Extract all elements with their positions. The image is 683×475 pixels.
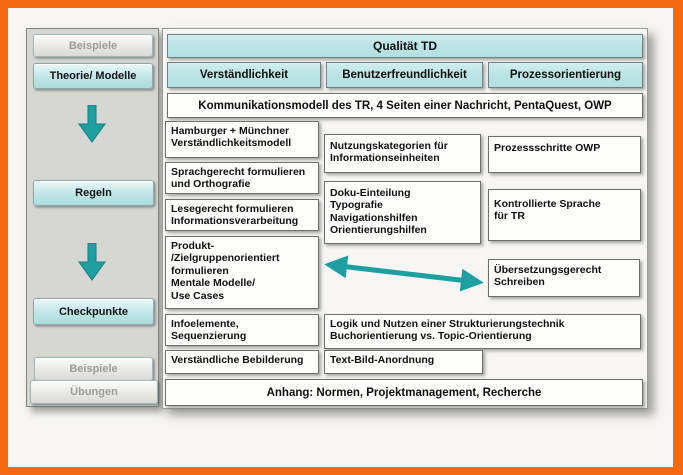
column-header-prozessorientierung: Prozessorientierung	[488, 62, 643, 88]
sidebar-item-theorie-modelle[interactable]: Theorie/ Modelle	[33, 63, 153, 89]
bottom-band-anhang: Anhang: Normen, Projektmanagement, Reche…	[165, 379, 643, 406]
topic-box-prozessschritte-owp: Prozessschritte OWP	[488, 136, 641, 173]
top-band-kommunikationsmodell: Kommunikationsmodell des TR, 4 Seiten ei…	[167, 93, 643, 118]
sidebar-item-beispiele-bottom[interactable]: Beispiele	[34, 357, 153, 381]
double-arrow-icon	[324, 255, 484, 292]
matrix-title: Qualität TD	[167, 34, 643, 58]
topic-box-hamburger-muenchner: Hamburger + Münchner Verständlichkeitsmo…	[165, 121, 319, 158]
down-arrow-icon	[78, 105, 106, 143]
column-header-verstaendlichkeit: Verständlichkeit	[167, 62, 321, 88]
topic-box-verstaendliche-bebilderung: Verständliche Bebilderung	[165, 350, 319, 374]
column-header-benutzerfreundlichkeit: Benutzerfreundlichkeit	[326, 62, 483, 88]
sidebar: Beispiele Theorie/ Modelle Regeln Checkp…	[26, 28, 159, 407]
sidebar-item-beispiele-top[interactable]: Beispiele	[33, 34, 153, 57]
matrix-panel: Qualität TD Verständlichkeit Benutzerfre…	[162, 28, 648, 409]
topic-box-nutzungskategorien: Nutzungskategorien für Informationseinhe…	[324, 134, 481, 173]
topic-box-logik-strukturierung: Logik und Nutzen einer Strukturierungste…	[324, 314, 641, 349]
topic-box-doku-einteilung: Doku-Einteilung Typografie Navigationshi…	[324, 181, 481, 244]
down-arrow-icon	[78, 243, 106, 281]
sidebar-item-uebungen[interactable]: Übungen	[30, 380, 158, 404]
topic-box-produkt-zielgruppen: Produkt- /Zielgruppenorientiert formulie…	[165, 236, 319, 309]
topic-box-lesegerecht: Lesegerecht formulieren Informationsvera…	[165, 199, 319, 231]
topic-box-text-bild-anordnung: Text-Bild-Anordnung	[324, 350, 483, 374]
topic-box-uebersetzungsgerecht: Übersetzungsgerecht Schreiben	[488, 259, 640, 297]
topic-box-sprachgerecht: Sprachgerecht formulieren und Orthografi…	[165, 162, 319, 194]
sidebar-item-checkpunkte[interactable]: Checkpunkte	[33, 298, 154, 325]
topic-box-kontrollierte-sprache: Kontrollierte Sprache für TR	[488, 189, 641, 241]
sidebar-item-regeln[interactable]: Regeln	[33, 180, 154, 206]
topic-box-infoelemente: Infoelemente, Sequenzierung	[165, 314, 319, 346]
